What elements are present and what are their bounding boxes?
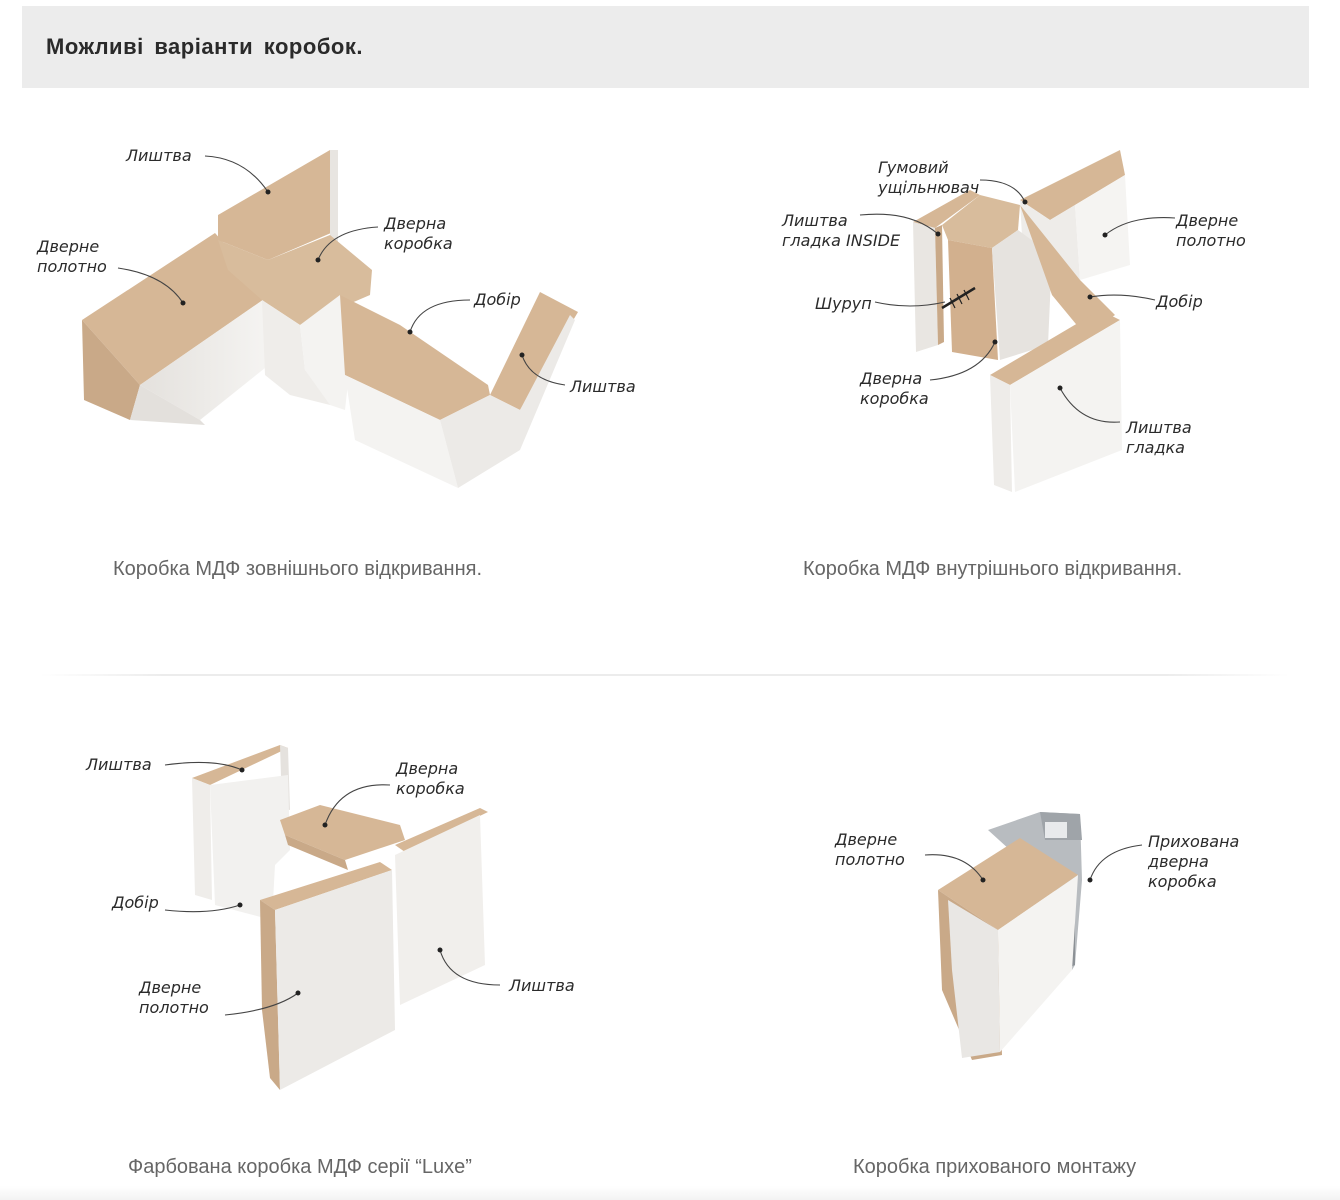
caption-internal-opening: Коробка МДФ внутрішнього відкривання. xyxy=(803,558,1183,580)
label-lyshtva-right: Лиштва xyxy=(570,377,636,396)
diagram-external-opening xyxy=(82,150,578,488)
bottom-fade xyxy=(0,1186,1340,1200)
diagram-hidden-mounting xyxy=(924,812,1143,1060)
label-dobir: Добір xyxy=(112,893,159,912)
caption-external-opening: Коробка МДФ зовнішнього відкривання. xyxy=(113,558,483,580)
label-dverna-korobka: Дверна коробка xyxy=(860,369,929,408)
label-dverne-polotno: Дверне полотно xyxy=(1176,211,1246,250)
label-dobir: Добір xyxy=(474,290,521,309)
label-lyshtva-gladka: Лиштва гладка xyxy=(1126,418,1192,457)
label-dverne-polotno: Дверне полотно xyxy=(139,978,209,1017)
label-dverne-polotno: Дверне полотно xyxy=(37,237,107,276)
diagram-luxe-series xyxy=(164,745,501,1090)
label-dverne-polotno: Дверне полотно xyxy=(835,830,905,869)
label-lyshtva-top: Лиштва xyxy=(86,755,152,774)
label-prykhovana-korobka: Прихована дверна коробка xyxy=(1148,832,1240,891)
label-lyshtva-gladka-inside: Лиштва гладка INSIDE xyxy=(782,211,901,250)
section-title: Можливі варіанти коробок. xyxy=(46,34,363,59)
label-dverna-korobka: Дверна коробка xyxy=(396,759,465,798)
label-lyshtva-right: Лиштва xyxy=(509,976,575,995)
label-shurup: Шуруп xyxy=(815,294,872,313)
label-lyshtva-top: Лиштва xyxy=(126,146,192,165)
caption-hidden-mounting: Коробка прихованого монтажу xyxy=(853,1156,1137,1178)
label-dverna-korobka: Дверна коробка xyxy=(384,214,453,253)
section-header: Можливі варіанти коробок. xyxy=(22,6,1309,88)
label-dobir: Добір xyxy=(1156,292,1203,311)
section-divider xyxy=(40,674,1290,676)
diagram-internal-opening xyxy=(859,150,1176,492)
caption-luxe-series: Фарбована коробка МДФ серії “Luxe” xyxy=(128,1156,472,1178)
label-gumovyi-ushchilniuvach: Гумовий ущільнювач xyxy=(878,158,980,197)
